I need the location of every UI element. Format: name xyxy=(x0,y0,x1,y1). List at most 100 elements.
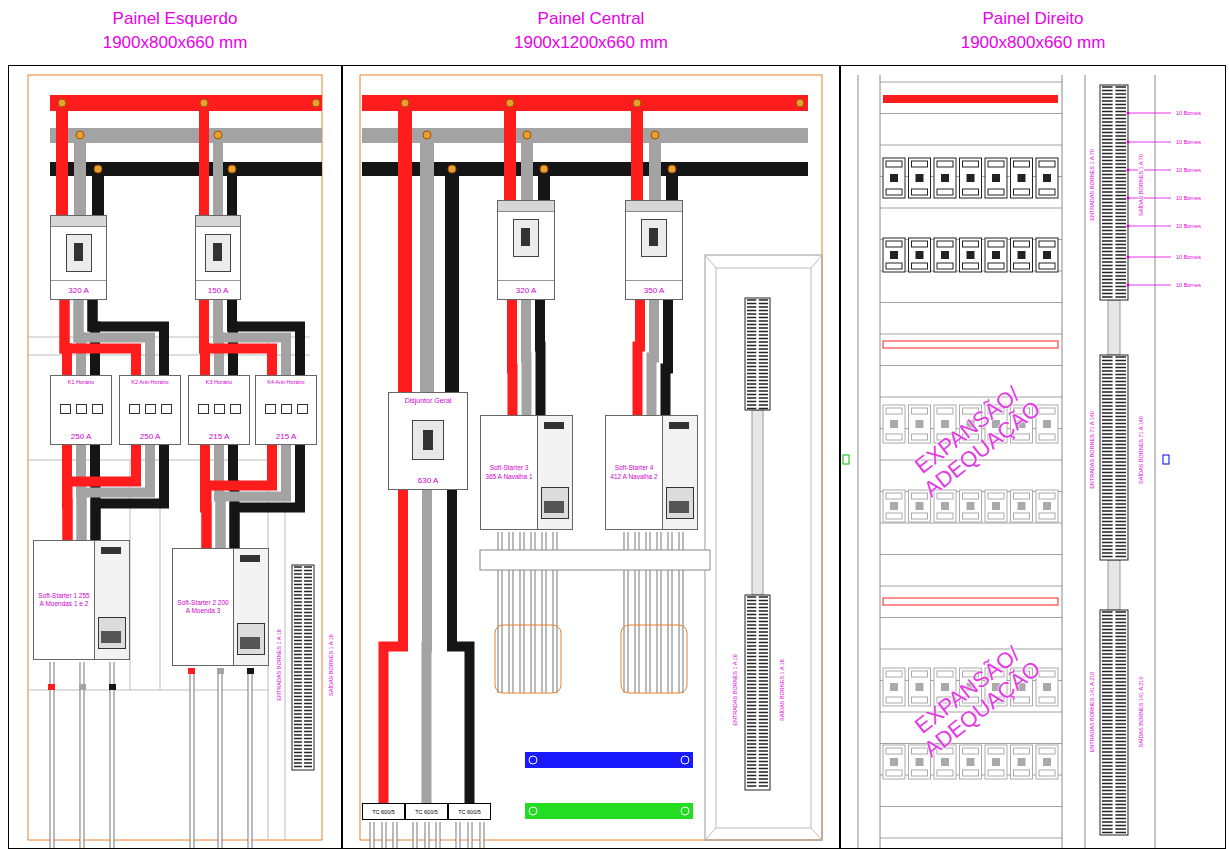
busbar-bolt xyxy=(668,165,676,173)
modular-device xyxy=(1011,490,1033,522)
device-label: TC 600/5 xyxy=(372,809,395,815)
terminal-strip xyxy=(1100,610,1128,835)
modular-device xyxy=(909,158,931,198)
modular-device xyxy=(988,241,1004,247)
leader-line xyxy=(1128,226,1171,227)
rating-label: 150 A xyxy=(207,286,229,295)
modular-device xyxy=(992,174,1000,182)
leader-line xyxy=(1128,198,1171,199)
breaker-frame xyxy=(51,216,106,227)
reserve-bar xyxy=(883,598,1058,605)
modular-device xyxy=(1011,238,1033,272)
power-cable xyxy=(452,490,470,803)
neutral-bar xyxy=(681,756,689,764)
power-cable-group xyxy=(638,300,669,415)
output-cable xyxy=(52,532,681,849)
modular-device xyxy=(960,158,982,198)
device-label: K4 Anti-Horário xyxy=(267,379,304,385)
modular-device xyxy=(1014,241,1030,247)
modular-device xyxy=(890,683,898,691)
soft-starter-face: Soft-Starter 3 365 A Navalha 1 xyxy=(481,416,537,529)
busbar-drop-cable xyxy=(199,103,209,215)
generated-parts xyxy=(292,82,1171,838)
power-cable-group xyxy=(384,490,404,803)
modular-device xyxy=(941,251,949,259)
modular-device xyxy=(985,490,1007,522)
modular-device xyxy=(992,502,1000,510)
modular-device xyxy=(988,189,1004,195)
modular-device xyxy=(985,158,1007,198)
terminal-label: 10 Bornes xyxy=(1175,254,1202,260)
breaker-frame xyxy=(626,201,682,212)
busbar-bolt xyxy=(312,99,320,107)
leader-line xyxy=(1127,284,1172,287)
busbar-bolt xyxy=(214,131,222,139)
modular-device xyxy=(988,748,1004,754)
terminal-marker xyxy=(109,684,116,690)
device-label: K2 Anti-Horário xyxy=(131,379,168,385)
modular-device xyxy=(988,513,1004,519)
modular-device xyxy=(1036,745,1058,779)
modular-device xyxy=(916,251,924,259)
modular-device xyxy=(1039,263,1055,269)
modular-device xyxy=(967,251,975,259)
modular-device xyxy=(1036,238,1058,272)
busbar-drop-cable xyxy=(74,135,86,215)
modular-device xyxy=(912,161,928,167)
modular-device xyxy=(1014,161,1030,167)
inner-frame xyxy=(28,337,310,840)
modular-device xyxy=(909,668,931,706)
modular-device xyxy=(916,420,924,428)
inner-frame xyxy=(28,75,1155,849)
panel-title: Painel Central xyxy=(313,9,869,29)
modular-device xyxy=(960,745,982,779)
modular-device xyxy=(960,490,982,522)
modular-device xyxy=(1011,238,1033,272)
busbar-drop-cable xyxy=(227,169,237,215)
modular-device xyxy=(886,189,902,195)
terminal-strip xyxy=(294,567,312,767)
leader-line xyxy=(1127,197,1172,200)
contactor-pole xyxy=(265,404,276,414)
soft-starter-module xyxy=(662,416,697,529)
leader-line xyxy=(1127,197,1130,200)
modular-device xyxy=(963,770,979,776)
rating-label: 215 A xyxy=(209,432,229,441)
panel-dimensions: 1900x800x660 mm xyxy=(811,33,1229,53)
soft-starter-keypad xyxy=(240,637,260,649)
modular-device xyxy=(1039,493,1055,499)
circuit-breaker: 150 A xyxy=(195,215,241,300)
device-label: TC 600/5 xyxy=(415,809,438,815)
modular-device xyxy=(992,758,1000,766)
modular-device xyxy=(963,241,979,247)
leader-line xyxy=(1128,170,1171,171)
modular-device xyxy=(883,158,905,198)
modular-device xyxy=(883,238,905,272)
soft-starter-display xyxy=(240,555,260,562)
soft-starter-module xyxy=(94,541,129,659)
modular-device xyxy=(909,668,931,706)
breaker-handle-housing xyxy=(66,234,92,272)
leader-line xyxy=(1128,257,1171,258)
current-transformer: TC 600/5 xyxy=(362,803,405,820)
soft-starter: Soft-Starter 3 365 A Navalha 1 xyxy=(480,415,573,530)
din-rail xyxy=(880,523,1062,524)
ground-bar xyxy=(529,807,537,815)
soft-starter: Soft-Starter 1 255 A Moendas 1 e 2 xyxy=(33,540,130,660)
power-cable-group xyxy=(426,490,428,803)
soft-starter: Soft-Starter 2 200 A Moenda 3 xyxy=(172,548,269,666)
terminal-label: 10 Bornes xyxy=(1175,139,1202,145)
terminal-strip xyxy=(745,595,770,790)
phase-cable xyxy=(507,300,518,415)
phase-cable xyxy=(638,300,641,415)
modular-device xyxy=(1043,502,1051,510)
busbar-bolt xyxy=(200,99,208,107)
modular-device xyxy=(937,263,953,269)
power-cable-group xyxy=(65,300,165,375)
leader-line xyxy=(1127,169,1172,172)
din-rail xyxy=(880,302,1062,303)
modular-device xyxy=(883,405,905,443)
contactor-pole xyxy=(297,404,308,414)
modular-device xyxy=(912,263,928,269)
neutral-bar xyxy=(525,752,693,768)
